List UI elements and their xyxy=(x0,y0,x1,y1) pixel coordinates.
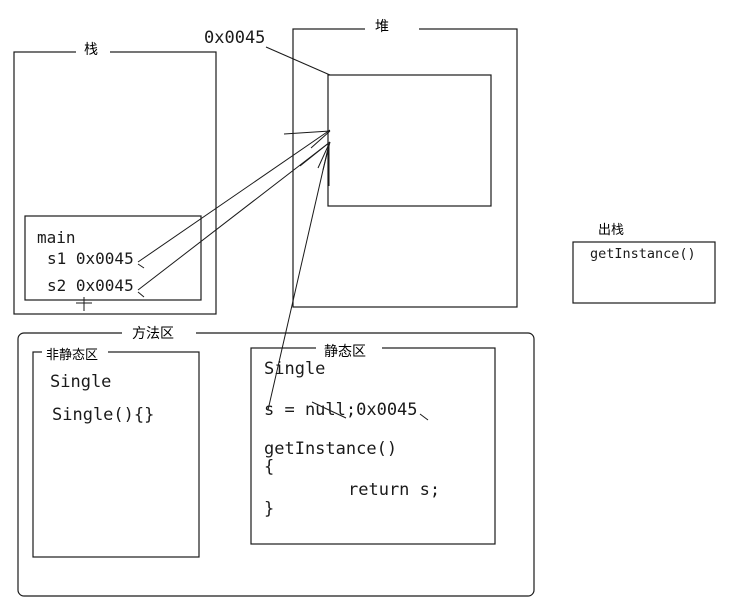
s1-arrowhead xyxy=(283,130,331,149)
static-field: s = null;0x0045 xyxy=(264,400,418,420)
non-static-class: Single xyxy=(50,372,111,392)
non-static-label: 非静态区 xyxy=(46,348,98,363)
null-strike-mark xyxy=(311,401,347,419)
static-close-brace: } xyxy=(264,499,274,519)
address-pointer-line xyxy=(265,46,331,76)
pop-stack-label: 出栈 xyxy=(598,223,624,238)
non-static-box xyxy=(32,351,200,558)
stack-region: 栈 main s1 0x0045 s2 0x0045 xyxy=(13,42,217,315)
pop-stack-box xyxy=(572,241,716,304)
static-open-brace: { xyxy=(264,457,274,477)
static-s-reference-arrow xyxy=(267,143,330,411)
main-frame-box xyxy=(24,215,202,301)
heap-region: 堆 0x0045 xyxy=(204,19,518,308)
static-return: return s; xyxy=(348,480,440,500)
reference-tail-marks xyxy=(137,263,145,298)
method-area-box xyxy=(17,332,535,597)
address-hook-mark xyxy=(419,413,429,421)
s1-reference-arrow xyxy=(137,129,331,263)
stack-label: 栈 xyxy=(84,42,98,58)
stack-var-s2: s2 0x0045 xyxy=(47,276,134,295)
static-label: 静态区 xyxy=(324,344,366,360)
heap-address-label: 0x0045 xyxy=(204,28,265,48)
s2-reference-arrow xyxy=(137,141,331,291)
heap-object-box xyxy=(327,74,492,207)
method-area-region: 方法区 非静态区 Single Single(){} 静态区 Single s … xyxy=(17,324,535,597)
static-method: getInstance() xyxy=(264,439,397,459)
static-s-arrowhead xyxy=(317,143,330,186)
main-frame-label: main xyxy=(37,228,76,247)
s2-arrowhead xyxy=(299,141,331,171)
reference-arrows xyxy=(137,129,331,411)
static-class: Single xyxy=(264,359,325,379)
cursor-mark xyxy=(76,297,92,311)
stack-var-s1: s1 0x0045 xyxy=(47,249,134,268)
heap-box xyxy=(292,28,518,308)
pop-stack-region: 出栈 getInstance() xyxy=(572,223,716,304)
stack-box xyxy=(13,51,217,315)
pop-stack-method: getInstance() xyxy=(590,246,696,262)
heap-label: 堆 xyxy=(375,19,389,35)
non-static-constructor: Single(){} xyxy=(52,405,154,425)
method-area-label: 方法区 xyxy=(132,326,174,342)
